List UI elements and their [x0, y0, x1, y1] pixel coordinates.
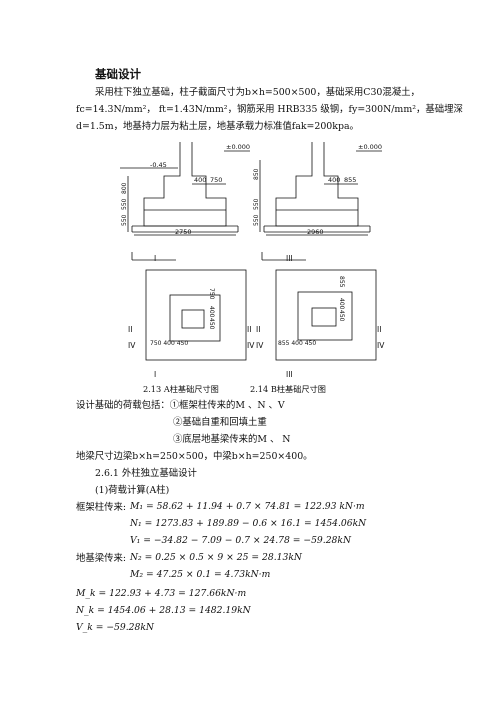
eq-m2: M₂ = 47.25 × 0.1 = 4.73kN·m — [130, 569, 271, 580]
eq-mk: M_k = 122.93 + 4.73 = 127.66kN·m — [76, 588, 247, 599]
eq-m1: M₁ = 58.62 + 11.94 + 0.7 × 74.81 = 122.9… — [130, 501, 365, 512]
plan-a-mark-top: I — [154, 254, 156, 263]
eq-nk: N_k = 1454.06 + 28.13 = 1482.19kN — [76, 605, 251, 616]
plan-a-dim-mid: 400 — [208, 306, 215, 318]
plan-b-mark-right2: IV — [377, 341, 385, 350]
plan-a-mark-right2: IV — [247, 341, 255, 350]
elev-zero-b: ±0.000 — [358, 143, 382, 151]
dim-a-left-mid: 550 — [121, 198, 128, 210]
dim-a-750: 750 — [210, 176, 222, 184]
plan-b-mark-left: II — [256, 325, 260, 334]
beam-label: 地基梁传来: — [76, 553, 127, 564]
plan-b-mark-bottom: III — [286, 370, 293, 379]
caption-b: 2.14 B柱基础尺寸图 — [250, 384, 326, 394]
dim-b-855: 855 — [344, 176, 356, 184]
load-calc-title: (1)荷载计算(A柱) — [95, 485, 170, 496]
plan-a-dim-top: 750 — [208, 288, 215, 300]
frame-label: 框架柱传来: — [76, 502, 127, 513]
plan-a-dim-bottom: 750 400 450 — [150, 340, 188, 347]
plan-b-dim-bottom: 855 400 450 — [278, 340, 316, 347]
beam-size: 地梁尺寸边梁b×h=250×500，中梁b×h=250×400。 — [76, 451, 313, 462]
dim-a-left-top: 800 — [121, 182, 128, 194]
section-title: 基础设计 — [95, 67, 141, 81]
dim-a-400: 400 — [194, 176, 206, 184]
plan-a-mark-left2: IV — [128, 341, 136, 350]
loads-item-3: ③底层地基梁传来的M 、 N — [173, 434, 291, 445]
plan-b-mark-left2: IV — [256, 341, 264, 350]
eq-vk: V_k = −59.28kN — [76, 622, 154, 633]
elev-zero-a: ±0.000 — [226, 143, 250, 151]
plan-b-dim-bot: 450 — [338, 310, 345, 322]
eq-n2: N₂ = 0.25 × 0.5 × 9 × 25 = 28.13kN — [130, 552, 302, 563]
intro-line-1: 采用柱下独立基础，柱子截面尺寸为b×h=500×500，基础采用C30混凝土， — [95, 87, 420, 98]
dim-b-left-top: 850 — [253, 168, 260, 180]
eq-n1: N₁ = 1273.83 + 189.89 − 0.6 × 16.1 = 145… — [130, 518, 367, 529]
loads-intro: 设计基础的荷载包括：①框架柱传来的M 、N 、V — [76, 400, 285, 411]
foundation-section-a: -0.45 ±0.000 400 750 800 550 550 2750 — [120, 142, 250, 236]
width-a: 2750 — [175, 228, 192, 236]
loads-item-2: ②基础自重和回填土重 — [173, 417, 267, 428]
intro-line-2: fc=14.3N/mm²， ft=1.43N/mm²，钢筋采用 HRB335 级… — [76, 104, 463, 115]
plan-a-mark-right: II — [247, 325, 251, 334]
plan-b-dim-top: 855 — [338, 276, 345, 288]
plan-b-dim-mid: 400 — [338, 298, 345, 310]
plan-a-mark-left: II — [128, 325, 132, 334]
dim-b-left-bot: 550 — [253, 214, 260, 226]
foundation-section-b: ±0.000 400 855 850 550 550 2960 — [253, 142, 382, 236]
plan-b-mark-right: II — [377, 325, 381, 334]
dim-b-400: 400 — [328, 176, 340, 184]
dim-a-left-bot: 550 — [121, 214, 128, 226]
plan-a-dim-bot: 450 — [208, 318, 215, 330]
intro-line-3: d=1.5m，地基持力层为粘土层，地基承载力标准值fak=200kpa。 — [76, 121, 359, 132]
foundation-plan-b: III III II IV II IV 855 400 450 855 400 … — [256, 252, 385, 379]
subsection-title: 2.6.1 外柱独立基础设计 — [95, 468, 197, 479]
plan-b-mark-top: III — [286, 254, 293, 263]
width-b: 2960 — [307, 228, 324, 236]
elev-minus-045: -0.45 — [150, 161, 167, 169]
eq-v1: V₁ = −34.82 − 7.09 − 0.7 × 24.78 = −59.2… — [130, 535, 351, 546]
dim-b-left-mid: 550 — [253, 198, 260, 210]
foundation-plan-a: I I II IV II IV 750 400 450 750 400 450 — [128, 252, 255, 379]
plan-a-mark-bottom: I — [154, 370, 156, 379]
caption-a: 2.13 A柱基础尺寸图 — [143, 384, 219, 394]
